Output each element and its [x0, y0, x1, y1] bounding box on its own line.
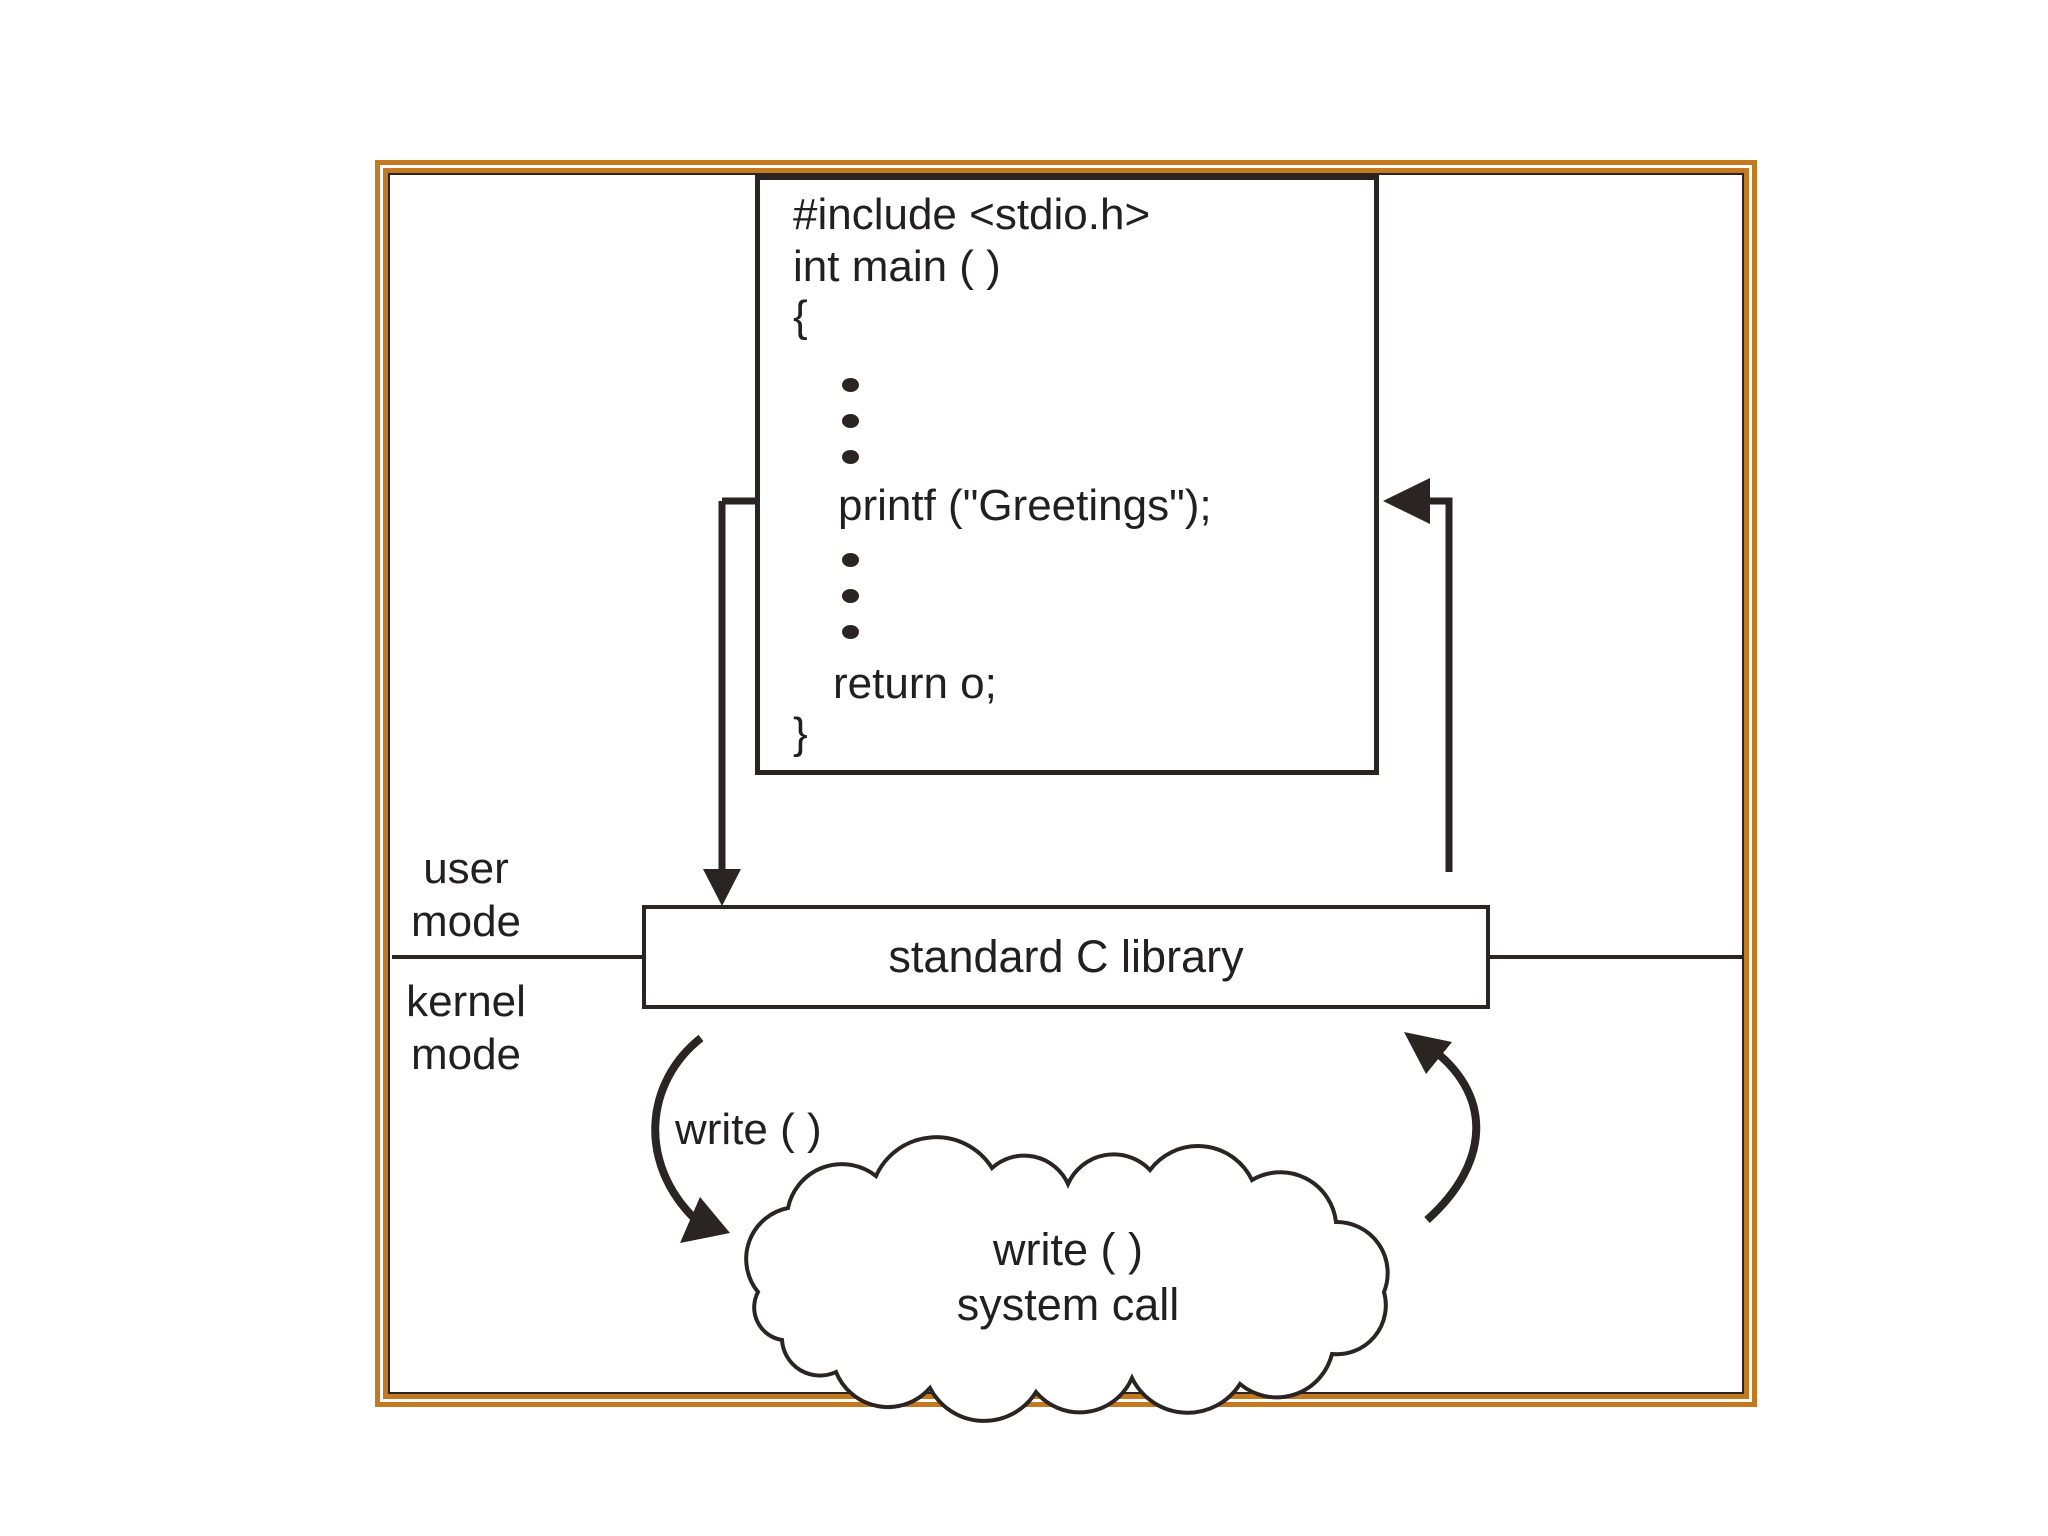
dot [842, 625, 859, 639]
dot [842, 378, 859, 392]
cloud-shape [744, 1135, 1390, 1423]
code-line: } [793, 709, 808, 758]
code-line-return: return o; [833, 659, 997, 708]
program-code-box: #include <stdio.h> int main ( ) { printf… [755, 175, 1379, 775]
code-line: { [793, 292, 808, 341]
return-curve-arrowhead [1404, 1032, 1452, 1074]
write-call-label: write ( ) [675, 1105, 822, 1154]
dot [842, 589, 859, 603]
standard-c-library-box: standard C library [642, 905, 1490, 1009]
return-arrowhead [1383, 478, 1430, 524]
system-call-cloud-label: write ( ) system call [956, 1224, 1180, 1330]
code-line: int main ( ) [793, 242, 1001, 291]
code-line: #include <stdio.h> [793, 190, 1151, 239]
dot [842, 414, 859, 428]
return-curve-arrow [1424, 1042, 1481, 1223]
kernel-mode-label: kernel mode [406, 977, 526, 1079]
write-curve-arrow [651, 1034, 704, 1223]
dot [842, 553, 859, 567]
code-line-printf: printf ("Greetings"); [838, 481, 1212, 530]
standard-c-library-label: standard C library [888, 931, 1244, 982]
write-curve-arrowhead [680, 1197, 730, 1243]
mode-divider-left [392, 955, 642, 959]
call-arrowhead [703, 869, 741, 906]
mode-divider-right [1490, 955, 1742, 959]
return-arrow-line [1428, 497, 1453, 872]
ellipsis-dots [842, 542, 859, 650]
user-mode-label: user mode [410, 844, 522, 946]
dot [842, 450, 859, 464]
ellipsis-dots [842, 367, 859, 475]
